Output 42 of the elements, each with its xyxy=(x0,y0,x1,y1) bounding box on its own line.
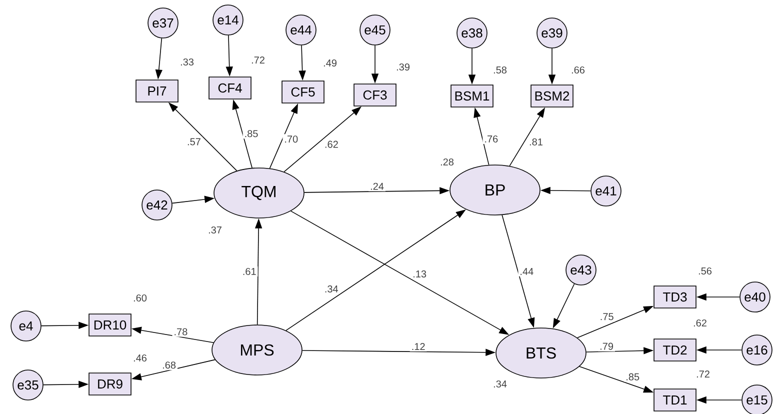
r-squared-label: .56 xyxy=(698,267,712,275)
edge-label: .76 xyxy=(485,135,498,143)
edge-label: .70 xyxy=(285,136,298,143)
observed-box: PI7 xyxy=(136,80,178,102)
edge-label: .85 xyxy=(245,130,258,138)
r-squared-label: .60 xyxy=(134,294,147,302)
r-squared-label: .72 xyxy=(696,370,710,378)
observed-box: CF3 xyxy=(354,84,396,106)
r-squared-label: .46 xyxy=(134,354,147,362)
edge-label: .34 xyxy=(325,285,338,292)
edge-label: .24 xyxy=(370,182,384,190)
r-squared-label: .28 xyxy=(440,158,454,166)
r-squared-label: .49 xyxy=(324,59,336,67)
edge-label: .57 xyxy=(188,138,200,146)
edge-label: .12 xyxy=(412,343,425,350)
r-squared-label: .33 xyxy=(180,58,194,66)
observed-box: CF5 xyxy=(282,80,324,104)
edge-label: .68 xyxy=(163,362,176,369)
r-squared-label: .58 xyxy=(494,66,507,74)
edge-label: .81 xyxy=(530,138,542,146)
edge-label: .62 xyxy=(325,140,338,148)
edge-label: .78 xyxy=(174,328,188,336)
edge-label: .85 xyxy=(626,373,640,380)
edge-label: .61 xyxy=(243,268,256,276)
observed-box: BSM1 xyxy=(450,84,494,108)
r-squared-label: .66 xyxy=(572,66,585,74)
observed-box: BSM2 xyxy=(530,84,574,108)
r-squared-label: .62 xyxy=(694,319,706,327)
observed-box: TD3 xyxy=(654,286,696,308)
observed-box: DR10 xyxy=(88,314,132,336)
observed-box: TD1 xyxy=(654,388,696,412)
edge-label: .75 xyxy=(600,313,614,320)
r-squared-label: .34 xyxy=(494,380,507,388)
observed-box: DR9 xyxy=(88,372,132,396)
observed-box: CF4 xyxy=(208,76,252,100)
edge-label: .13 xyxy=(414,270,426,278)
r-squared-label: .39 xyxy=(396,63,410,71)
edge-label: .79 xyxy=(600,342,614,350)
observed-box: TD2 xyxy=(654,338,696,362)
r-squared-label: .37 xyxy=(208,226,222,234)
r-squared-label: .72 xyxy=(252,56,264,64)
edge-label: .44 xyxy=(520,268,534,275)
